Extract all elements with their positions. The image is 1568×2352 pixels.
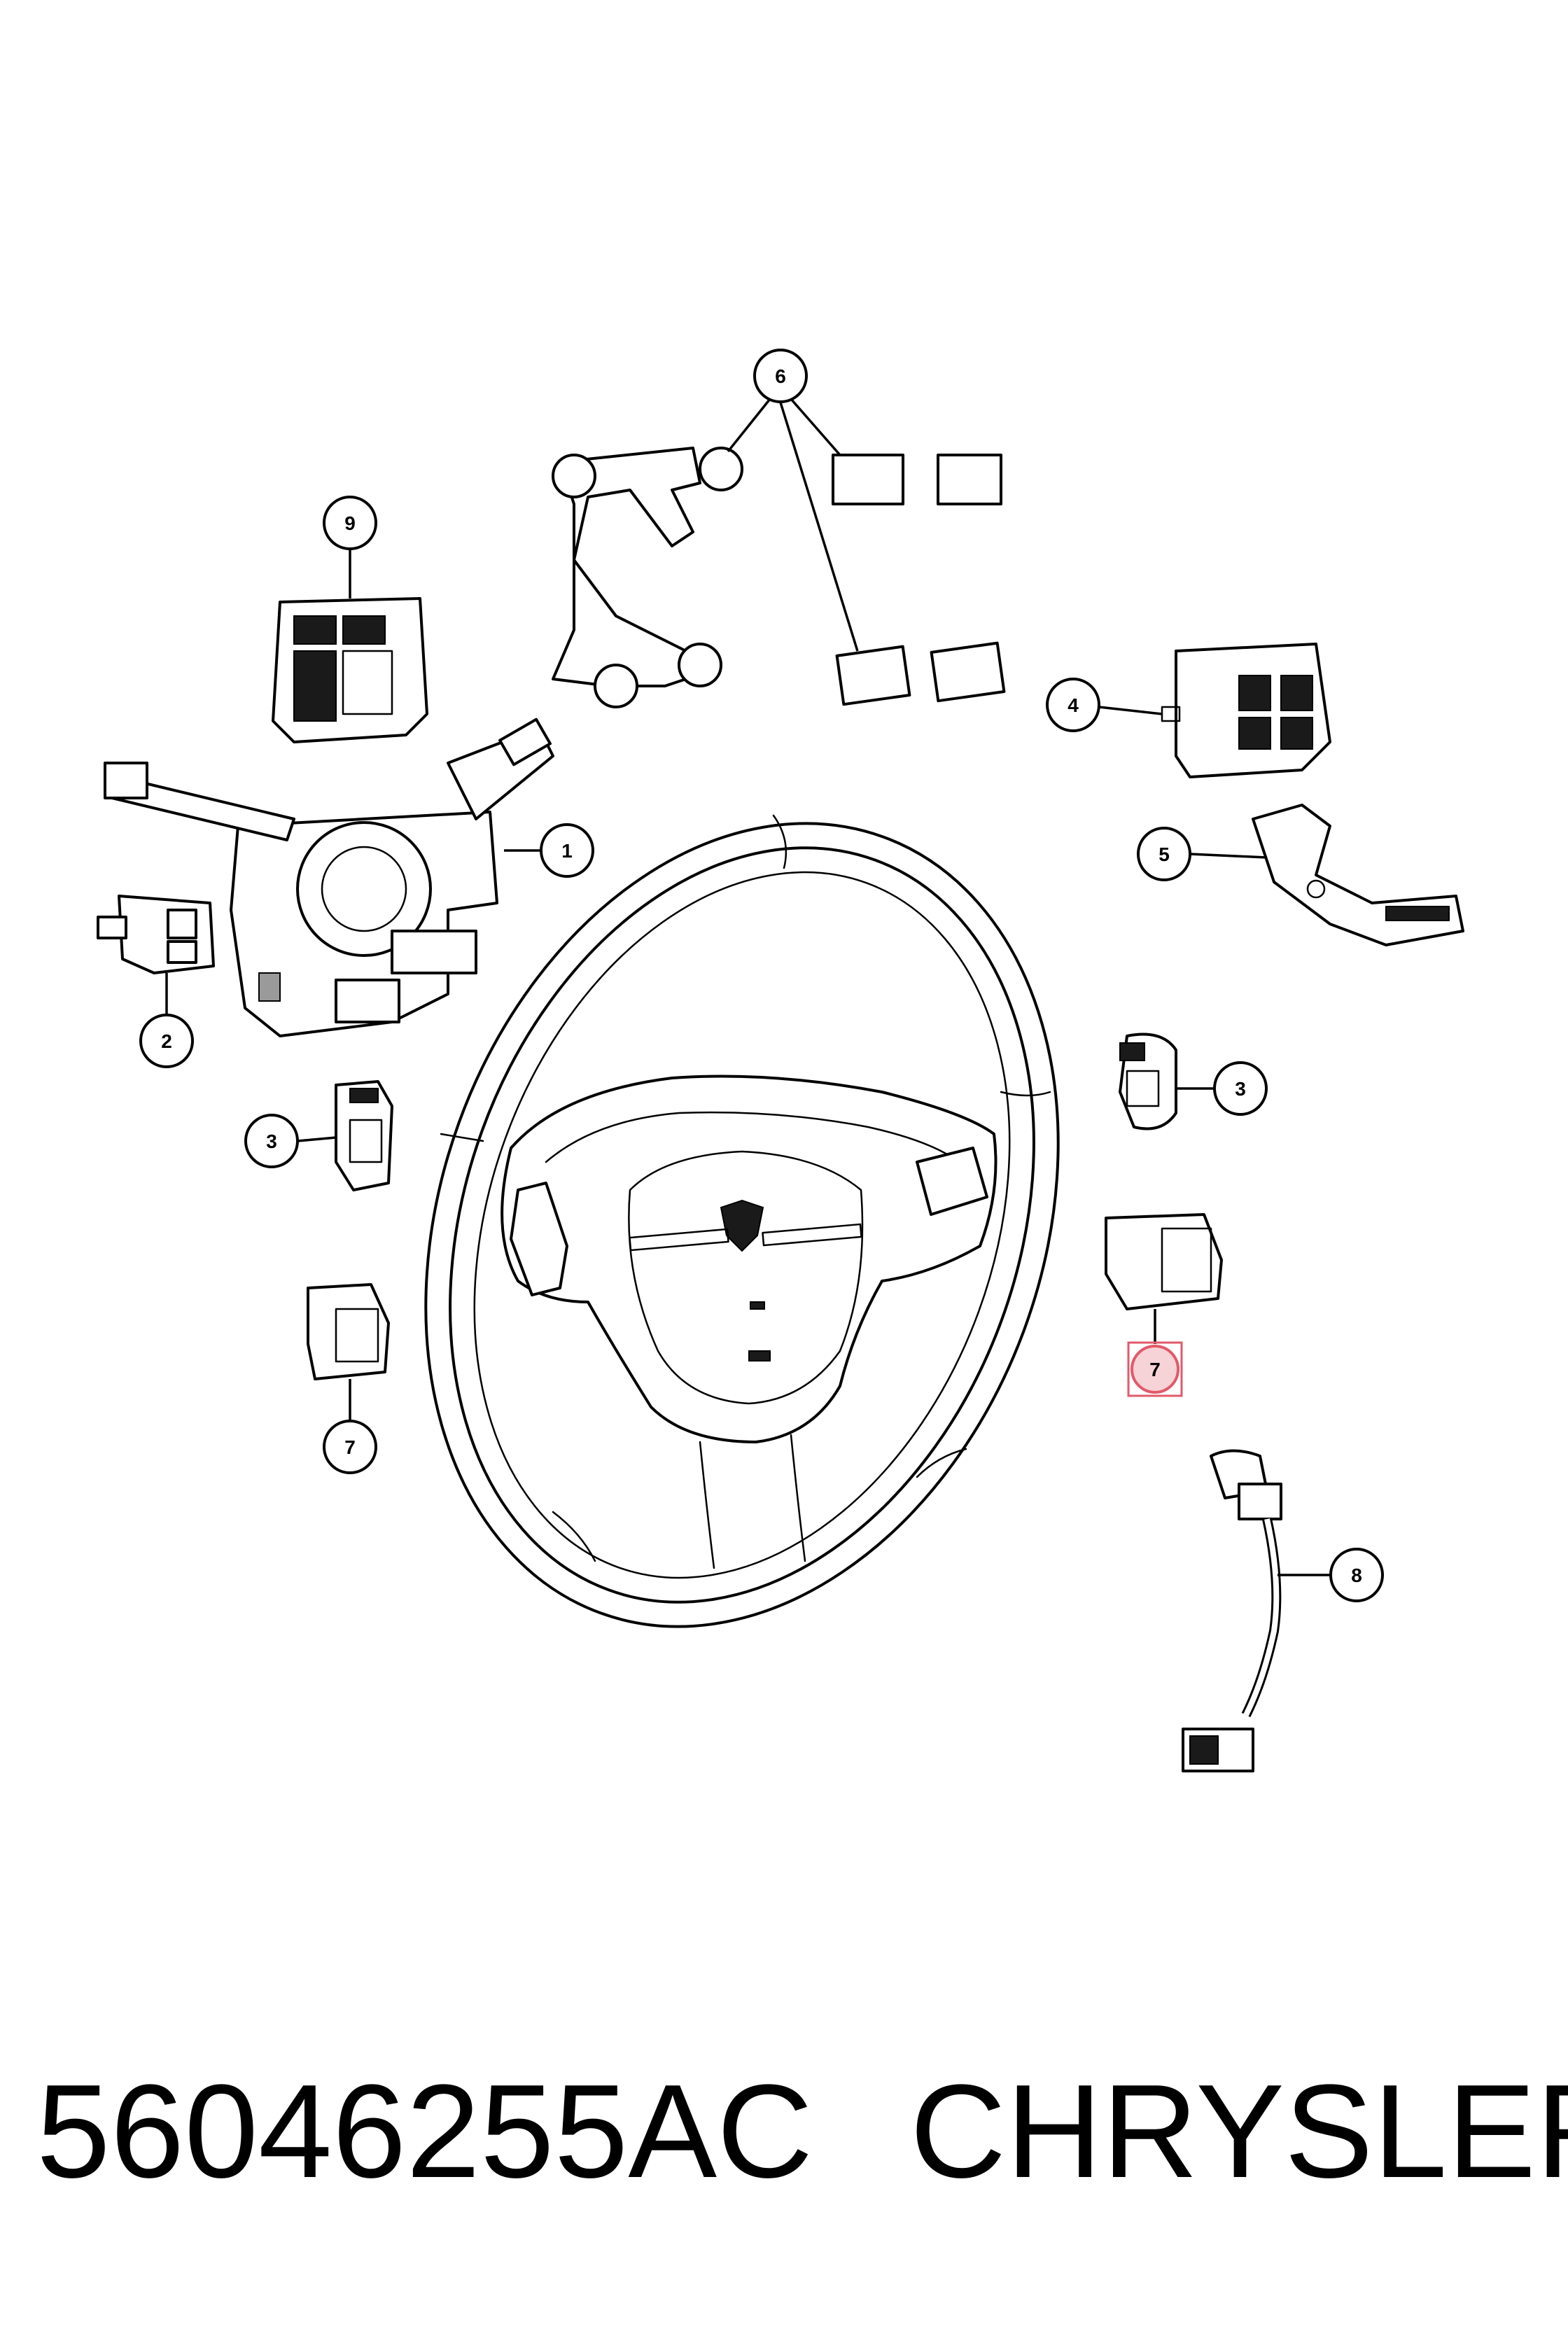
callout-3-right: 3 <box>1213 1061 1268 1116</box>
callout-8: 8 <box>1329 1548 1384 1602</box>
steering-wheel <box>424 814 1060 1628</box>
callout-3-left: 3 <box>244 1114 299 1168</box>
switch-part-2 <box>97 895 215 974</box>
callout-6: 6 <box>753 349 808 403</box>
callout-5: 5 <box>1137 827 1191 881</box>
svg-text:3: 3 <box>1235 1078 1246 1100</box>
callout-9: 9 <box>323 496 377 550</box>
leader-lines <box>165 398 1330 1576</box>
wire-harness-part-8 <box>1182 1449 1282 1772</box>
callout-1: 1 <box>540 823 594 878</box>
switch-part-7-left <box>307 1283 390 1380</box>
svg-text:7: 7 <box>1149 1359 1161 1380</box>
callout-7-right-highlighted[interactable]: 7 <box>1127 1341 1183 1397</box>
svg-text:6: 6 <box>775 365 786 387</box>
switch-part-9 <box>272 597 428 743</box>
switch-part-4 <box>1161 643 1331 778</box>
callout-2: 2 <box>139 1014 194 1068</box>
callout-4: 4 <box>1046 678 1100 732</box>
svg-text:4: 4 <box>1068 694 1079 716</box>
svg-text:2: 2 <box>161 1030 172 1052</box>
switch-part-3-left <box>335 1080 393 1191</box>
svg-text:8: 8 <box>1351 1564 1362 1586</box>
multifunction-switch-assembly <box>104 718 554 1037</box>
svg-text:3: 3 <box>266 1130 277 1152</box>
manufacturer-name: CHRYSLER <box>910 2057 1568 2206</box>
bracket-part-6 <box>552 447 1006 708</box>
svg-text:1: 1 <box>561 840 573 862</box>
callout-7-left: 7 <box>323 1420 377 1474</box>
svg-text:7: 7 <box>344 1436 356 1458</box>
switch-part-7-right <box>1105 1213 1223 1310</box>
switch-part-5 <box>1252 804 1464 946</box>
switch-part-3-right <box>1119 1032 1177 1130</box>
part-number: 56046255AC <box>36 2057 813 2206</box>
svg-text:5: 5 <box>1158 844 1170 865</box>
svg-text:9: 9 <box>344 512 356 534</box>
